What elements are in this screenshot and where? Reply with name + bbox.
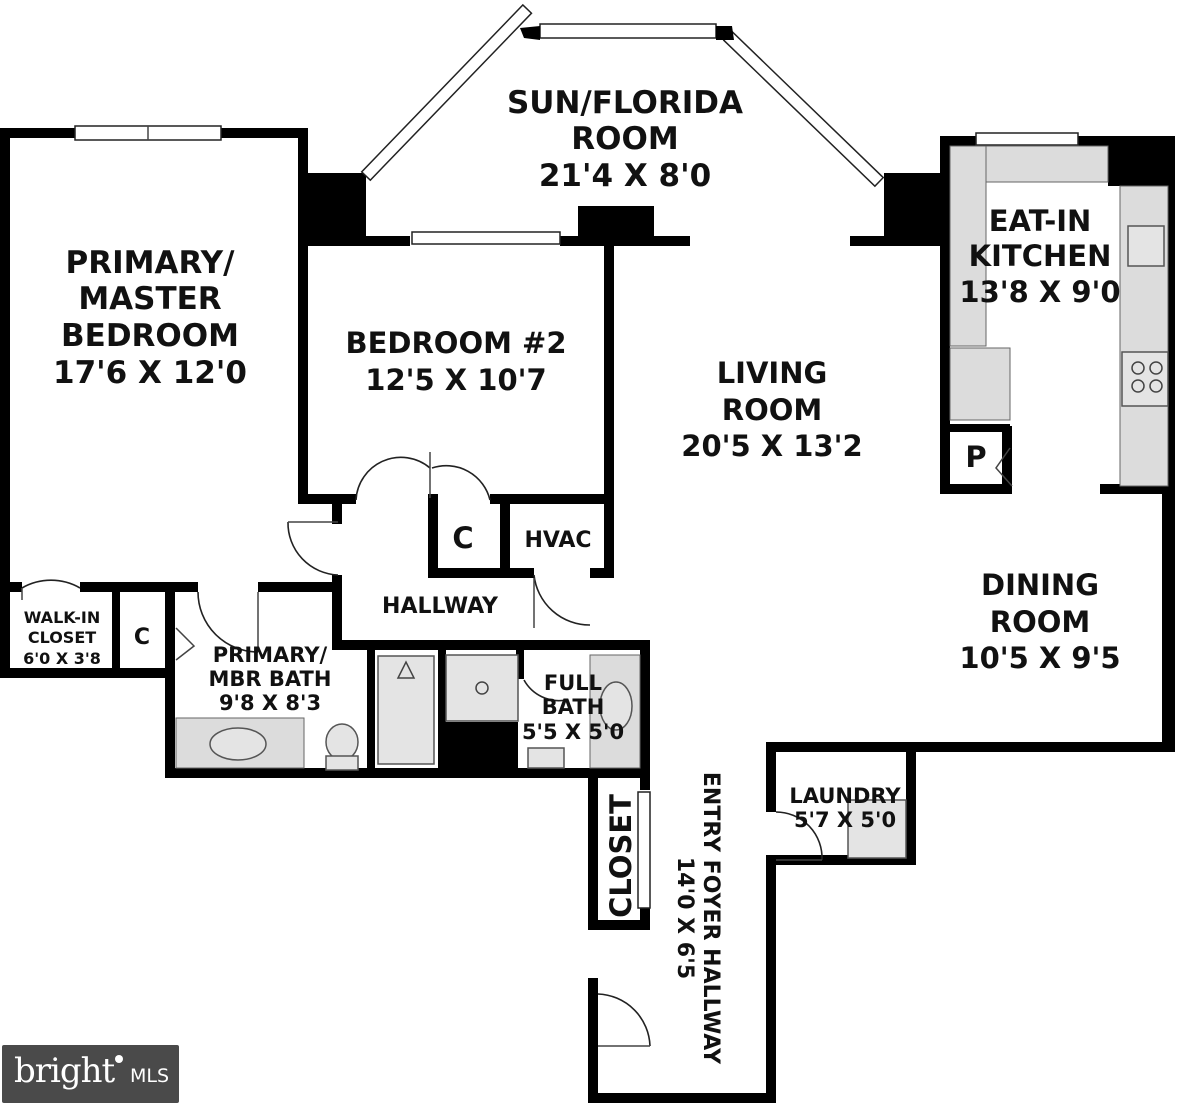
room-entry-closet: CLOSET [604, 794, 638, 918]
room-name-line1: P [965, 440, 986, 474]
fixtures [175, 145, 1169, 859]
room-name-line1: PRIMARY/ [66, 245, 236, 281]
room-name-line2: MBR BATH [209, 667, 332, 691]
room-dimensions: 13'8 X 9'0 [959, 275, 1120, 309]
room-name-line2: ROOM [722, 393, 823, 427]
room-eat-in-kitchen: EAT-IN KITCHEN 13'8 X 9'0 [959, 204, 1120, 309]
room-dimensions: 6'0 X 3'8 [23, 649, 101, 668]
room-dimensions: 21'4 X 8'0 [539, 158, 711, 194]
room-name-line1: CLOSET [604, 794, 638, 918]
room-name-line1: HALLWAY [382, 594, 499, 619]
room-closet-c2: C [134, 625, 150, 650]
room-full-bath: FULL BATH 5'5 X 5'0 [522, 671, 624, 744]
room-dimensions: 10'5 X 9'5 [959, 641, 1120, 675]
room-name-line2: ROOM [571, 121, 678, 157]
room-name-line1: WALK-IN [24, 608, 101, 627]
room-name-line1: PRIMARY/ [213, 643, 328, 667]
room-primary-bath: PRIMARY/ MBR BATH 9'8 X 8'3 [209, 643, 332, 715]
room-name-line1: C [134, 625, 150, 650]
room-dining-room: DINING ROOM 10'5 X 9'5 [959, 568, 1120, 675]
room-name-line1: HVAC [524, 528, 591, 553]
room-name-line2: CLOSET [28, 628, 96, 647]
room-sun-florida: SUN/FLORIDA ROOM 21'4 X 8'0 [507, 85, 743, 194]
room-name-line2: BATH [542, 695, 605, 719]
bright-mls-logo: bright MLS [2, 1045, 179, 1103]
room-name-line1: EAT-IN [989, 204, 1092, 238]
room-entry-foyer: ENTRY FOYER HALLWAY 14'0 X 6'5 [672, 772, 723, 1065]
room-dimensions: 14'0 X 6'5 [672, 857, 697, 979]
room-hvac: HVAC [524, 528, 591, 553]
windows [74, 3, 1079, 909]
room-name-line3: BEDROOM [61, 318, 239, 354]
room-walk-in-closet: WALK-IN CLOSET 6'0 X 3'8 [23, 608, 101, 668]
room-dimensions: 9'8 X 8'3 [219, 691, 321, 715]
doors [21, 447, 1013, 1047]
room-name-line1: DINING [981, 568, 1099, 602]
room-laundry: LAUNDRY 5'7 X 5'0 [789, 784, 901, 832]
room-name-line1: FULL [544, 671, 602, 695]
room-name-line1: LIVING [717, 356, 828, 390]
room-dimensions: 17'6 X 12'0 [53, 355, 247, 391]
room-closet-c1: C [452, 521, 473, 555]
room-pantry: P [965, 440, 986, 474]
room-name-line1: LAUNDRY [789, 784, 901, 808]
room-name-line2: KITCHEN [969, 239, 1112, 273]
room-dimensions: 20'5 X 13'2 [681, 429, 862, 463]
room-dimensions: 5'5 X 5'0 [522, 720, 624, 744]
walls [0, 128, 1175, 1103]
room-living-room: LIVING ROOM 20'5 X 13'2 [681, 356, 862, 463]
room-hallway: HALLWAY [382, 594, 499, 619]
logo-dot-icon [115, 1055, 123, 1063]
room-name-line2: ROOM [990, 605, 1091, 639]
room-name-line2: MASTER [78, 281, 221, 317]
room-bedroom-2: BEDROOM #2 12'5 X 10'7 [345, 326, 566, 397]
room-name-line1: ENTRY FOYER HALLWAY [698, 772, 723, 1065]
room-dimensions: 12'5 X 10'7 [365, 363, 546, 397]
room-name-line1: C [452, 521, 473, 555]
room-primary-bedroom: PRIMARY/ MASTER BEDROOM 17'6 X 12'0 [53, 245, 247, 391]
logo-brand-text: bright [14, 1051, 115, 1091]
room-name-line1: BEDROOM #2 [345, 326, 566, 360]
logo-mls-text: MLS [130, 1065, 170, 1087]
room-dimensions: 5'7 X 5'0 [794, 808, 896, 832]
room-name-line1: SUN/FLORIDA [507, 85, 743, 121]
